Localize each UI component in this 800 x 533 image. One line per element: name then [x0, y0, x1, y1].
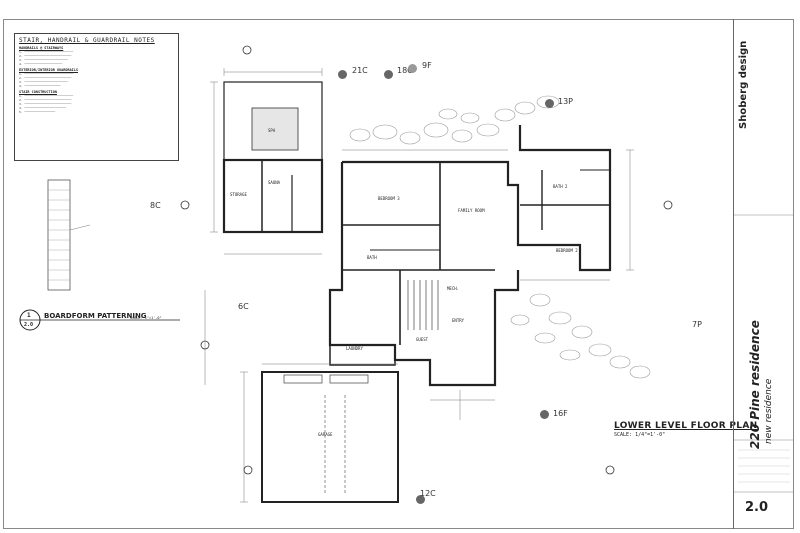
notes-section-handrails: HANDRAILS @ STAIRWAYS — [19, 46, 64, 50]
marker-dot-9f — [408, 64, 417, 73]
tag-9f: 9F — [422, 61, 432, 70]
project-name: 220 Pine residence — [748, 320, 762, 449]
tag-6c: 6C — [238, 302, 249, 311]
sheet-border — [3, 19, 794, 529]
room-garage: GARAGE — [318, 432, 333, 437]
notes-section-stairs: STAIR CONSTRUCTION — [19, 90, 57, 94]
detail-sheet: 2.0 — [24, 322, 34, 328]
marker-dot-16f — [540, 410, 549, 419]
stair-notes: STAIR, HANDRAIL & GUARDRAIL NOTES HANDRA… — [14, 33, 179, 161]
room-spa: SPA — [268, 128, 276, 133]
tag-18c: 18C — [397, 66, 413, 75]
room-family-room: FAMILY ROOM — [458, 208, 485, 213]
room-entry: ENTRY — [452, 318, 465, 323]
boardform-scale: SCALE: 1"=1'-0" — [130, 316, 162, 320]
storage-sauna-walls — [222, 158, 324, 234]
notes-section-guardrails: EXTERIOR/INTERIOR GUARDRAILS — [19, 68, 79, 72]
tag-7p: 7P — [692, 320, 702, 329]
room-bedroom-2: BEDROOM 2 — [556, 248, 578, 253]
room-sauna: SAUNA — [268, 180, 281, 185]
marker-dot-18c — [384, 70, 393, 79]
room-bath: BATH — [367, 255, 377, 260]
notes-lines-2: 1. ───────────────────────────2. ───────… — [19, 72, 74, 88]
marker-dot-12c — [416, 495, 425, 504]
stone-pavers — [349, 95, 651, 379]
room-mech: MECH. — [447, 286, 460, 291]
notes-lines-3: 1. ───────────────────────────2. ───────… — [19, 94, 74, 114]
title-block: Shoberg design 220 Pine residence new re… — [733, 19, 795, 529]
room-storage: STORAGE — [230, 192, 247, 197]
tag-13p: 13P — [558, 97, 574, 106]
tag-16f: 16F — [553, 409, 568, 418]
room-guest: GUEST — [416, 337, 429, 342]
notes-lines-1: 1. ───────────────────────────2. ───────… — [19, 50, 74, 66]
room-bath-2: BATH 2 — [553, 184, 568, 189]
marker-dot-21c — [338, 70, 347, 79]
sheet-number: 2.0 — [745, 500, 769, 515]
room-bedroom-3: BEDROOM 3 — [378, 196, 400, 201]
tag-8c: 8C — [150, 201, 161, 210]
room-laundry: LAUNDRY — [346, 346, 363, 351]
tag-21c: 21C — [352, 66, 368, 75]
boardform-detail — [47, 179, 71, 291]
main-shell-north — [342, 125, 612, 272]
detail-number: 1 — [27, 312, 31, 319]
floor-plan-scale: SCALE: 1/4"=1'-0" — [614, 432, 666, 438]
marker-dot-13p — [545, 99, 554, 108]
project-subtitle: new residence — [764, 378, 774, 444]
firm-name: Shoberg design — [738, 40, 749, 129]
spa-tub — [251, 107, 299, 151]
floor-plan-title: LOWER LEVEL FLOOR PLAN — [614, 421, 758, 431]
tag-12c: 12C — [420, 489, 436, 498]
notes-title: STAIR, HANDRAIL & GUARDRAIL NOTES — [19, 37, 155, 44]
garage-walls — [261, 371, 399, 503]
boardform-title: BOARDFORM PATTERNING — [44, 312, 147, 320]
main-shell-south — [328, 162, 520, 387]
